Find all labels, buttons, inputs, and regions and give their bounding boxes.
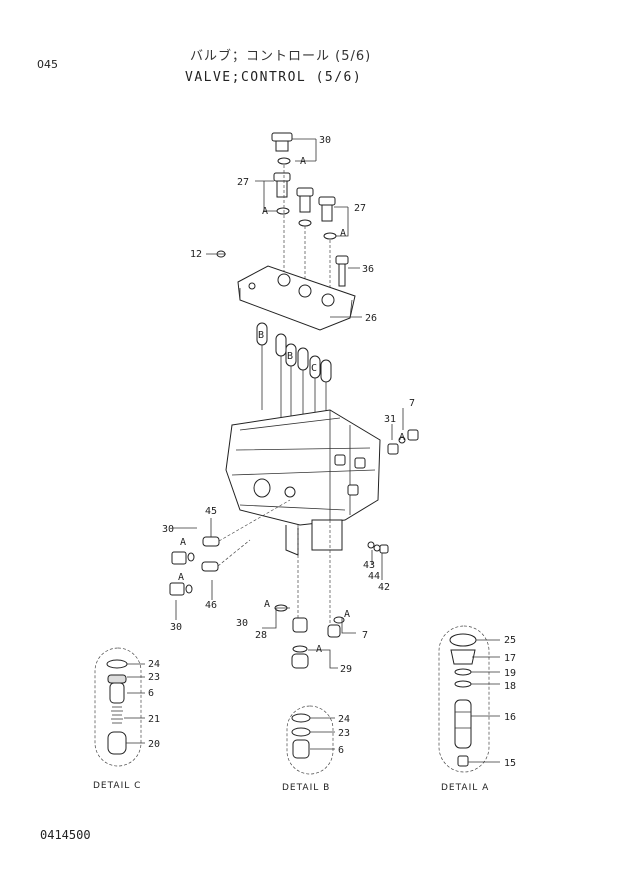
callout-44: 44 bbox=[368, 571, 380, 582]
detail-c-parts bbox=[106, 659, 128, 755]
page-title-japanese: バルブ；コントロール (5/6) bbox=[190, 49, 372, 64]
callout-17: 17 bbox=[504, 653, 516, 664]
plug-28 bbox=[274, 604, 308, 633]
callout-25: 25 bbox=[504, 635, 516, 646]
callout-18: 18 bbox=[504, 681, 516, 692]
detail-a-frame bbox=[438, 625, 490, 773]
callout-29: 29 bbox=[340, 664, 352, 675]
callout-16: 16 bbox=[504, 712, 516, 723]
mark-a: A bbox=[180, 537, 186, 548]
valve-body bbox=[225, 409, 381, 556]
plug-27-left bbox=[273, 172, 291, 215]
mark-b: B bbox=[287, 351, 293, 362]
callout-36: 36 bbox=[362, 264, 374, 275]
detail-a-parts bbox=[449, 633, 477, 767]
bolt-36 bbox=[335, 255, 349, 287]
callout-30-bottom: 30 bbox=[236, 618, 248, 629]
sleeve-46 bbox=[201, 539, 251, 572]
mark-a: A bbox=[262, 206, 268, 217]
small-parts-42-44 bbox=[367, 541, 389, 554]
detail-c-frame bbox=[94, 647, 142, 767]
mark-a: A bbox=[316, 644, 322, 655]
callout-23-detail-c: 23 bbox=[148, 672, 160, 683]
callout-45: 45 bbox=[205, 506, 217, 517]
detail-b-parts bbox=[291, 713, 311, 759]
callout-31: 31 bbox=[384, 414, 396, 425]
callout-28: 28 bbox=[255, 630, 267, 641]
top-cap-30 bbox=[271, 132, 293, 165]
callout-30-left-upper: 30 bbox=[162, 524, 174, 535]
callout-12: 12 bbox=[190, 249, 202, 260]
plug-30-left-lower bbox=[169, 582, 193, 596]
side-plug-31 bbox=[387, 429, 419, 455]
mark-a: A bbox=[300, 156, 306, 167]
callout-42: 42 bbox=[378, 582, 390, 593]
detail-b-frame bbox=[286, 705, 334, 775]
mark-b: B bbox=[258, 330, 264, 341]
callout-20: 20 bbox=[148, 739, 160, 750]
callout-19: 19 bbox=[504, 668, 516, 679]
mark-a: A bbox=[340, 228, 346, 239]
callout-24-detail-c: 24 bbox=[148, 659, 160, 670]
callout-21: 21 bbox=[148, 714, 160, 725]
plug-27-mid bbox=[296, 187, 314, 227]
detail-c-label: DETAIL C bbox=[93, 781, 141, 791]
plug-7-bottom bbox=[327, 616, 345, 638]
cover-plate-26 bbox=[237, 265, 356, 331]
callout-23-detail-b: 23 bbox=[338, 728, 350, 739]
callout-26: 26 bbox=[365, 313, 377, 324]
callout-24-detail-b: 24 bbox=[338, 714, 350, 725]
callout-30-top: 30 bbox=[319, 135, 331, 146]
plug-27-right bbox=[318, 196, 337, 240]
document-number: 0414500 bbox=[40, 828, 91, 842]
plug-30-left-upper bbox=[171, 551, 195, 565]
callout-7-bottom: 7 bbox=[362, 630, 368, 641]
callout-6-detail-b: 6 bbox=[338, 745, 344, 756]
callout-43: 43 bbox=[363, 560, 375, 571]
callout-7-side: 7 bbox=[409, 398, 415, 409]
page-title: VALVE;CONTROL (5/6) bbox=[185, 70, 363, 85]
mark-a: A bbox=[344, 609, 350, 620]
mark-a: A bbox=[399, 432, 405, 443]
spools bbox=[256, 322, 332, 435]
detail-a-label: DETAIL A bbox=[441, 783, 489, 793]
mark-c: C bbox=[311, 363, 317, 374]
callout-27-left: 27 bbox=[237, 177, 249, 188]
callout-15: 15 bbox=[504, 758, 516, 769]
cap-29 bbox=[291, 645, 309, 669]
detail-b-label: DETAIL B bbox=[282, 783, 330, 793]
callout-6-detail-c: 6 bbox=[148, 688, 154, 699]
mark-a: A bbox=[264, 599, 270, 610]
mark-a: A bbox=[178, 572, 184, 583]
page-number: 045 bbox=[37, 58, 58, 71]
callout-30-left-lower: 30 bbox=[170, 622, 182, 633]
callout-46: 46 bbox=[205, 600, 217, 611]
callout-27-right: 27 bbox=[354, 203, 366, 214]
